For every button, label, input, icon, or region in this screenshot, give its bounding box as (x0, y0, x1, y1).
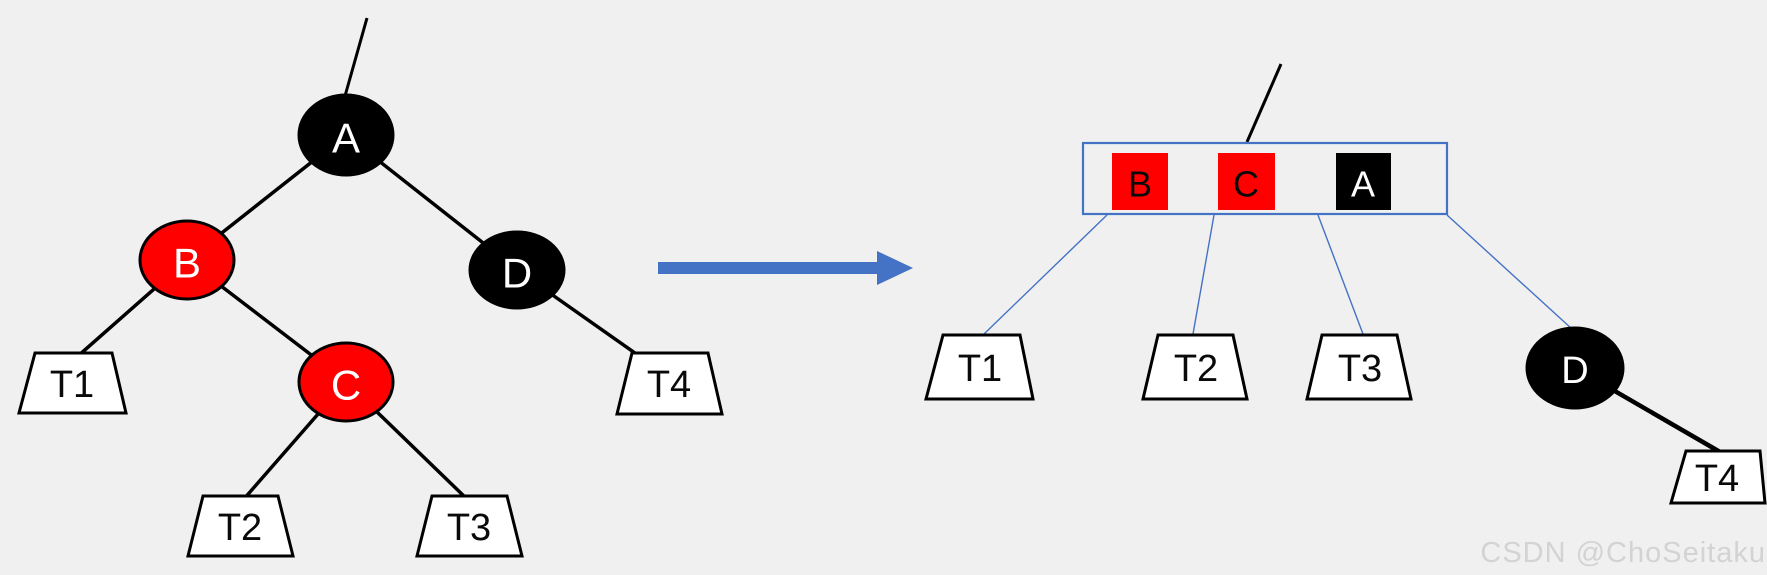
right-leaf-t4-shape (1669, 449, 1767, 505)
left-leaf-t1-shape (17, 351, 128, 415)
btree-key-c-label: C (1233, 164, 1259, 205)
left-node-d-label: D (502, 250, 532, 297)
right-link-t1 (983, 214, 1108, 335)
left-leaf-t3-shape (415, 494, 524, 558)
left-node-b-label: B (173, 240, 201, 287)
right-link-t3 (1317, 214, 1364, 335)
left-leaf-t2-label: T2 (218, 507, 262, 549)
right-link-d (1446, 214, 1573, 330)
right-leaf-t3-label: T3 (1338, 348, 1382, 390)
right-leaf-t3-shape (1305, 333, 1413, 401)
left-node-a-label: A (332, 115, 360, 162)
right-leaf-t2-shape (1141, 333, 1249, 401)
left-node-b-circle (138, 219, 236, 301)
btree-key-a-label: A (1351, 164, 1375, 205)
right-btree-view: B C A T1 T2 T3 T4 D (924, 63, 1767, 505)
left-red-black-tree: T1 T2 T3 T4 A B D C (17, 17, 724, 558)
right-leaf-t1-label: T1 (958, 348, 1002, 390)
left-node-d-circle (468, 230, 566, 310)
right-node-d-circle (1525, 326, 1625, 410)
left-node-a-circle (297, 93, 395, 177)
right-link-t2 (1192, 214, 1215, 335)
right-node-d-label: D (1561, 350, 1588, 392)
btree-key-b-square (1112, 153, 1168, 210)
right-root-parent-edge (1245, 63, 1283, 143)
left-root-parent-edge (343, 17, 369, 97)
csdn-watermark: CSDN @ChoSeitaku (1480, 537, 1766, 569)
btree-key-b-label: B (1128, 164, 1152, 205)
left-leaf-t3-label: T3 (447, 507, 491, 549)
btree-key-c-square (1218, 153, 1275, 210)
btree-key-a-square (1336, 153, 1391, 210)
left-leaf-t4-label: T4 (647, 364, 691, 406)
left-leaf-t1-label: T1 (50, 364, 94, 406)
left-node-c-label: C (331, 362, 361, 409)
right-leaf-t4-label: T4 (1695, 458, 1739, 500)
right-leaf-t2-label: T2 (1174, 348, 1218, 390)
transform-arrow-icon (658, 251, 913, 285)
left-leaf-t4-shape (615, 351, 724, 416)
left-node-c-circle (297, 341, 395, 423)
btree-node-box (1081, 141, 1449, 216)
right-leaf-t1-shape (924, 333, 1035, 401)
left-leaf-t2-shape (186, 494, 295, 558)
